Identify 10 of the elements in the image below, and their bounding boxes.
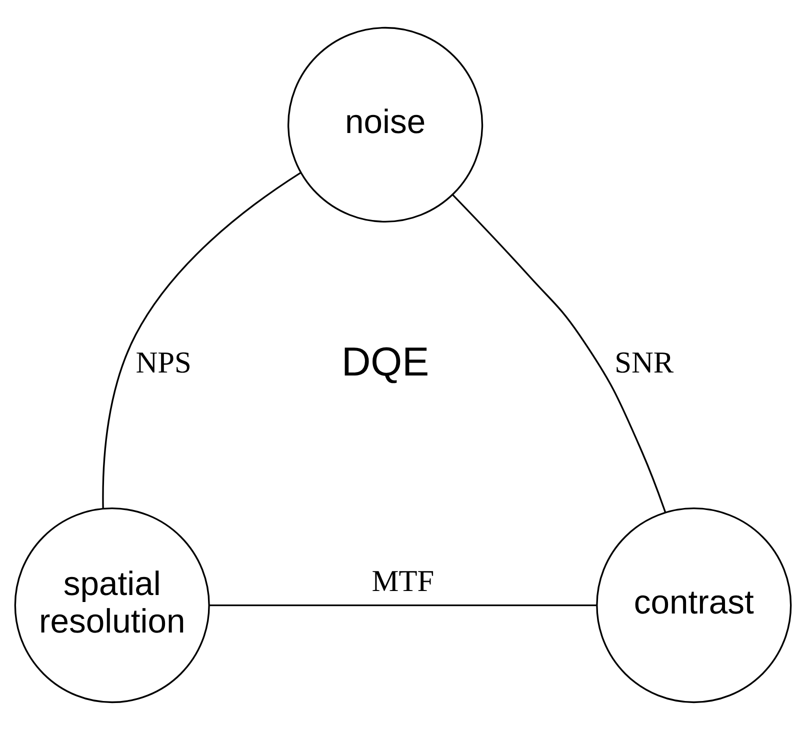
edge-label: MTF	[372, 563, 434, 598]
connector	[102, 172, 301, 508]
connector	[452, 194, 666, 512]
node-circle: noise	[288, 26, 484, 222]
edge-label: NPS	[136, 344, 192, 379]
node-circle: contrast	[596, 507, 792, 703]
edge-label: SNR	[614, 344, 674, 379]
label: DQE	[341, 338, 430, 384]
node-circle: spatial resolution	[14, 507, 210, 703]
connector	[210, 604, 597, 606]
